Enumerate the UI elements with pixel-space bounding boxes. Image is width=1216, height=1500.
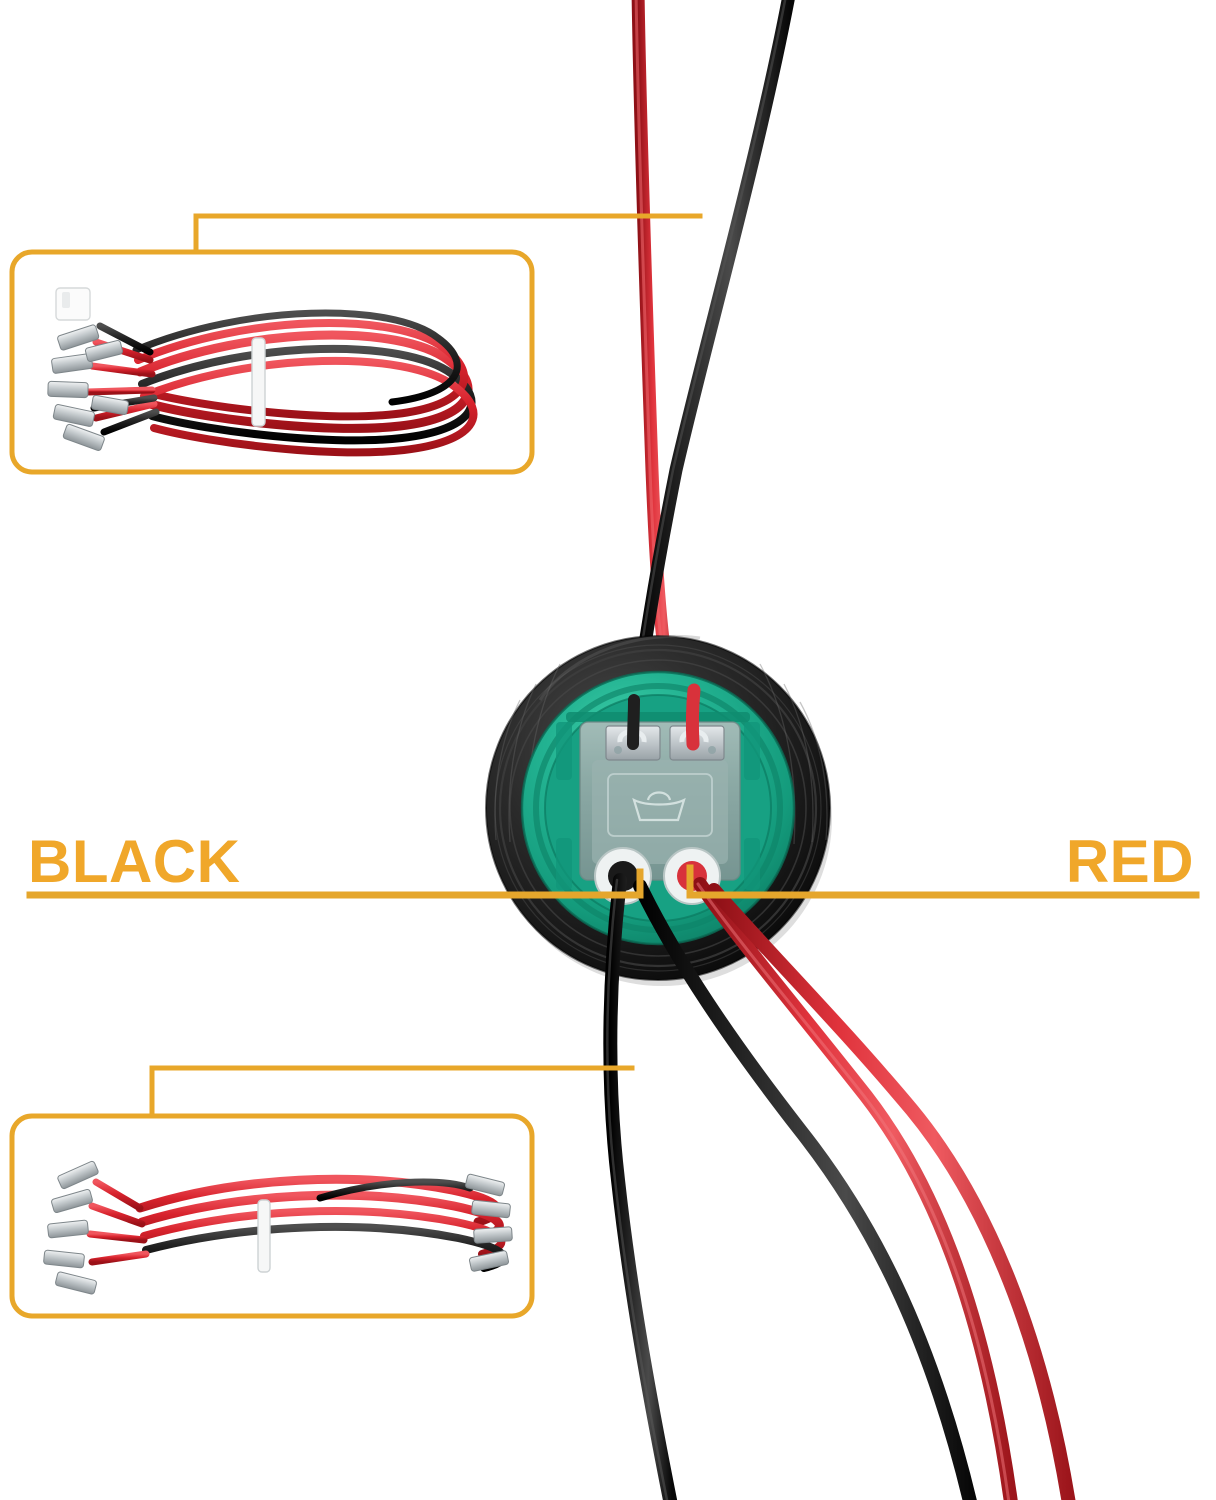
wire-bottom-black-1-highlight — [606, 878, 669, 1500]
leader-line-bottom — [149, 1065, 635, 1119]
wire-bottom-black-2 — [633, 879, 977, 1500]
inset-bottom-content — [43, 1160, 513, 1295]
inset-box-bottom — [9, 1113, 535, 1319]
wire-bottom-red-1-highlight — [696, 882, 1011, 1500]
label-line-black — [26, 868, 644, 899]
inset-box-top — [9, 249, 535, 475]
ingot-logo-icon — [632, 791, 686, 822]
leader-line-top — [193, 213, 703, 255]
wire-bottom-black-1 — [603, 873, 678, 1500]
inset-top-content — [47, 287, 478, 457]
wire-bottom-red-2 — [707, 883, 1076, 1500]
label-line-red — [686, 864, 1200, 899]
button-internals — [556, 683, 760, 905]
wire-group-bottom — [603, 873, 1076, 1500]
